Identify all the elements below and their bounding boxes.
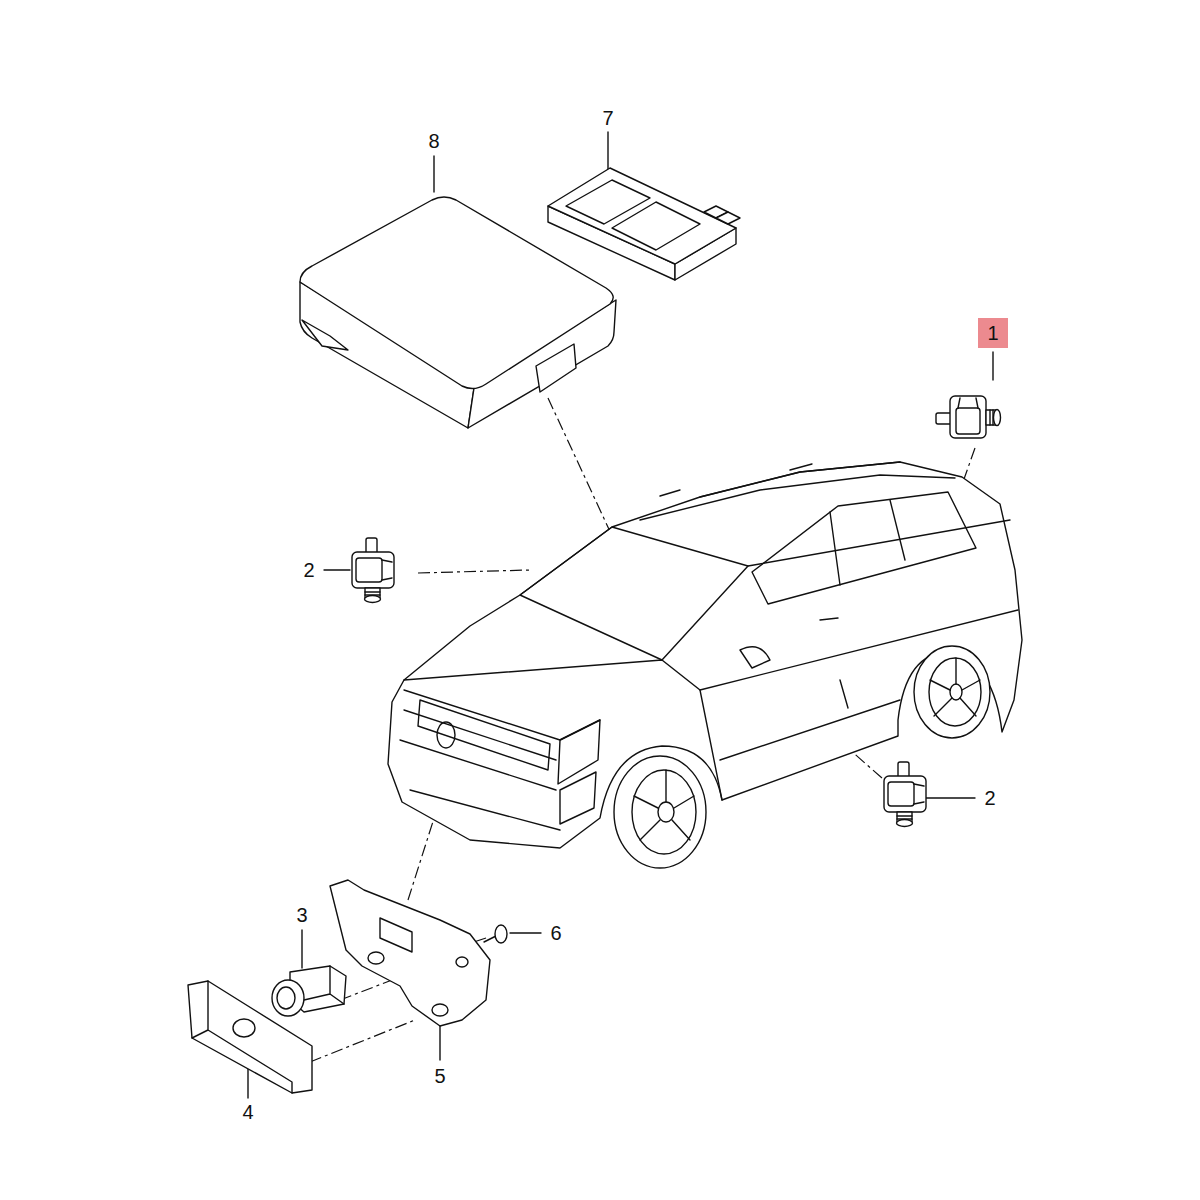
drawing-line bbox=[536, 344, 576, 392]
drawing-line bbox=[820, 618, 848, 708]
drawing-line bbox=[188, 981, 312, 1093]
drawing-line bbox=[929, 658, 981, 726]
callout-number: 4 bbox=[242, 1102, 253, 1122]
sensor-symbol bbox=[936, 396, 1001, 438]
callout-number: 8 bbox=[428, 131, 439, 151]
callout-number: 1 bbox=[987, 323, 998, 343]
drawing-line bbox=[640, 462, 955, 520]
drawing-line bbox=[368, 952, 384, 964]
drawing-line bbox=[233, 1019, 255, 1037]
location-line bbox=[310, 1020, 415, 1062]
vehicle-outline bbox=[388, 462, 1022, 868]
drawing-line bbox=[484, 936, 496, 942]
drawing-line bbox=[748, 520, 1010, 566]
camera bbox=[272, 966, 346, 1016]
drawing-line bbox=[700, 610, 1018, 760]
leader-line bbox=[607, 132, 608, 170]
callout-number: 7 bbox=[602, 108, 613, 128]
drawing-line bbox=[400, 690, 600, 830]
drawing-line bbox=[437, 722, 455, 748]
drawing-line bbox=[520, 527, 748, 660]
sensor-symbol bbox=[352, 538, 394, 603]
control-module bbox=[548, 168, 740, 280]
callout-number: 3 bbox=[296, 905, 307, 925]
drawing-line bbox=[560, 772, 596, 824]
drawing-line bbox=[388, 462, 1022, 848]
drawing-line bbox=[304, 966, 344, 1004]
drawing-line bbox=[380, 918, 412, 952]
drawing-line bbox=[456, 957, 468, 967]
drawing-line bbox=[277, 987, 295, 1009]
sensor-symbol bbox=[884, 762, 926, 827]
drawing-line bbox=[614, 756, 706, 868]
leader-line bbox=[324, 569, 350, 570]
drawing-line bbox=[612, 202, 700, 250]
leader-line bbox=[301, 930, 302, 968]
cover-plate bbox=[188, 981, 312, 1093]
callout-number: 2 bbox=[303, 560, 314, 580]
drawing-line bbox=[632, 770, 696, 854]
drawing-line bbox=[495, 925, 507, 943]
leader-line bbox=[510, 932, 541, 933]
callout-number: 5 bbox=[434, 1066, 445, 1086]
drawing-line bbox=[566, 180, 650, 224]
drawing-line bbox=[914, 646, 990, 738]
location-line bbox=[340, 980, 392, 1000]
drawing-line bbox=[558, 720, 600, 784]
sensor-part bbox=[884, 762, 926, 827]
highlight-box: 1 bbox=[978, 318, 1008, 348]
callout-number: 2 bbox=[984, 788, 995, 808]
drawing-line bbox=[432, 1004, 448, 1016]
leader-line bbox=[439, 1026, 440, 1060]
drawing-line bbox=[548, 168, 736, 264]
drawing-line bbox=[272, 980, 304, 1016]
drawing-line bbox=[660, 464, 812, 496]
leader-line bbox=[992, 352, 993, 380]
callout-number: 6 bbox=[550, 923, 561, 943]
leader-line bbox=[926, 797, 975, 798]
drawing-line bbox=[830, 500, 905, 585]
location-line bbox=[408, 812, 436, 900]
drawing-line bbox=[658, 802, 674, 822]
drawing-line bbox=[330, 880, 490, 1026]
camera-bracket bbox=[330, 880, 490, 1026]
bolt bbox=[484, 925, 507, 943]
drawing-line bbox=[634, 770, 694, 840]
drawing-line bbox=[752, 492, 976, 604]
drawing-line bbox=[192, 981, 292, 1093]
leader-line bbox=[433, 156, 434, 192]
drawing-line bbox=[302, 320, 348, 350]
drawing-line bbox=[418, 700, 550, 770]
location-line bbox=[418, 570, 530, 573]
drawing-line bbox=[716, 212, 740, 224]
sensor-part bbox=[352, 538, 394, 603]
sensor-part bbox=[936, 396, 1001, 438]
drawing-line bbox=[740, 647, 770, 668]
drawing-line bbox=[930, 658, 980, 716]
